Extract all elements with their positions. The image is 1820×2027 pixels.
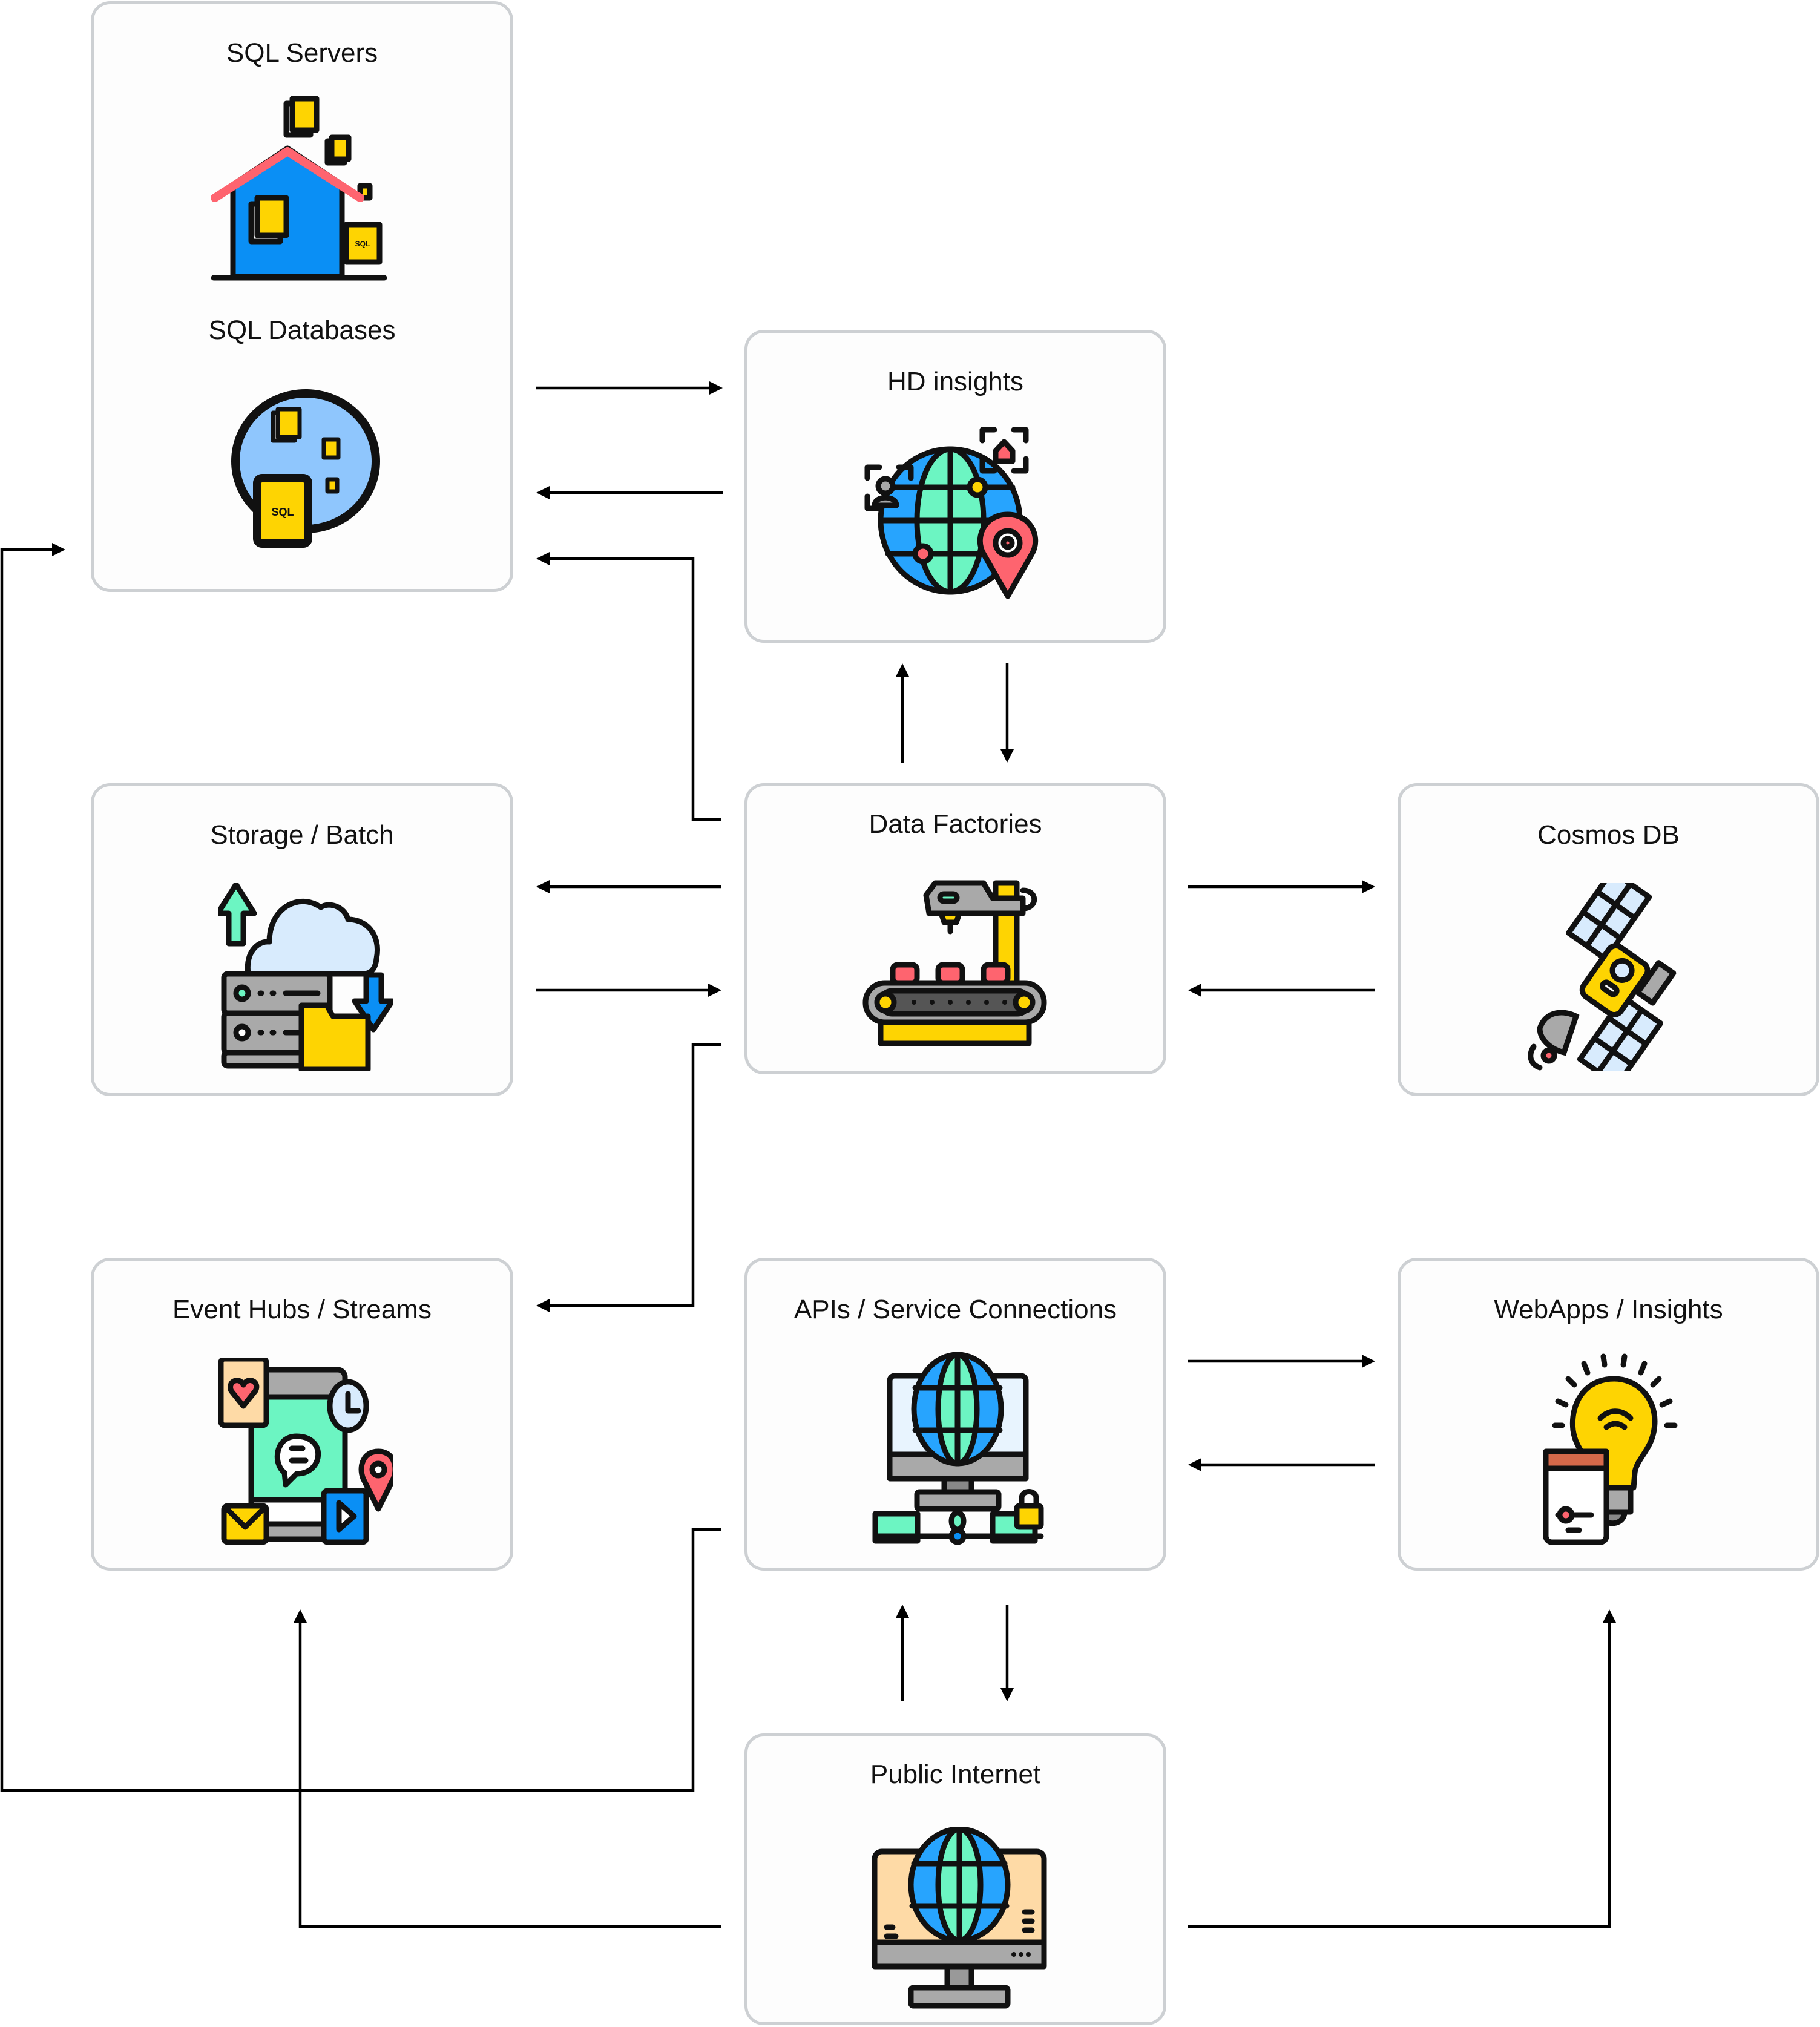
node-hd-insights[interactable]: HD insights bbox=[744, 330, 1166, 643]
edge-cosmos-to-datafactories bbox=[1188, 984, 1375, 997]
webapps-title: WebApps / Insights bbox=[1494, 1295, 1723, 1324]
edge-storage-to-datafactories bbox=[536, 984, 721, 997]
edge-sql-to-hd bbox=[536, 381, 723, 395]
sql-servers-title: SQL Servers bbox=[226, 38, 378, 68]
node-cosmos-db[interactable]: Cosmos DB bbox=[1398, 783, 1819, 1096]
house-database-icon: SQL bbox=[211, 96, 387, 281]
edge-datafactories-to-cosmos bbox=[1188, 880, 1375, 893]
globe-monitor-icon bbox=[872, 1827, 1047, 2009]
satellite-icon bbox=[1528, 883, 1677, 1071]
mobile-notifications-icon bbox=[218, 1358, 393, 1545]
conveyor-robot-icon bbox=[862, 880, 1047, 1046]
network-monitor-icon bbox=[872, 1352, 1044, 1545]
edge-apis-to-sql bbox=[0, 543, 721, 1792]
node-data-factories[interactable]: Data Factories bbox=[744, 783, 1166, 1074]
edge-apis-to-internet bbox=[1000, 1605, 1014, 1701]
node-storage-batch[interactable]: Storage / Batch bbox=[91, 783, 513, 1096]
globe-location-icon bbox=[864, 427, 1039, 599]
cloud-server-icon bbox=[218, 883, 393, 1071]
edge-internet-to-apis bbox=[896, 1605, 909, 1701]
edge-datafactories-to-storage bbox=[536, 880, 721, 893]
storage-batch-title: Storage / Batch bbox=[210, 820, 394, 850]
edge-datafactories-to-sql bbox=[536, 552, 721, 821]
edge-datafactories-to-eventhubs bbox=[536, 1043, 721, 1312]
node-public-internet[interactable]: Public Internet bbox=[744, 1733, 1166, 2025]
sql-globe-icon: SQL bbox=[231, 389, 380, 548]
sql-databases-title: SQL Databases bbox=[208, 315, 396, 345]
edge-webapps-to-apis bbox=[1188, 1458, 1375, 1471]
node-webapps[interactable]: WebApps / Insights bbox=[1398, 1258, 1819, 1571]
cosmos-db-title: Cosmos DB bbox=[1537, 820, 1680, 850]
node-event-hubs[interactable]: Event Hubs / Streams bbox=[91, 1258, 513, 1571]
apis-title: APIs / Service Connections bbox=[793, 1295, 1117, 1324]
edge-hd-to-datafactories bbox=[1000, 663, 1014, 763]
sql-db-badge-text: SQL bbox=[271, 506, 294, 518]
smart-bulb-phone-icon bbox=[1543, 1353, 1678, 1545]
edge-datafactories-to-hd bbox=[896, 663, 909, 763]
data-factories-title: Data Factories bbox=[869, 809, 1042, 839]
edge-internet-to-webapps bbox=[1188, 1609, 1616, 1928]
edge-internet-to-eventhubs bbox=[294, 1609, 721, 1928]
node-sql[interactable]: SQL Servers SQL SQL Databases SQL bbox=[91, 1, 513, 592]
sql-badge-text: SQL bbox=[355, 240, 370, 248]
event-hubs-title: Event Hubs / Streams bbox=[172, 1295, 432, 1324]
public-internet-title: Public Internet bbox=[870, 1759, 1041, 1789]
edge-hd-to-sql bbox=[536, 486, 723, 499]
edge-apis-to-webapps bbox=[1188, 1355, 1375, 1368]
hd-insights-title: HD insights bbox=[887, 367, 1023, 396]
node-apis[interactable]: APIs / Service Connections bbox=[744, 1258, 1166, 1571]
